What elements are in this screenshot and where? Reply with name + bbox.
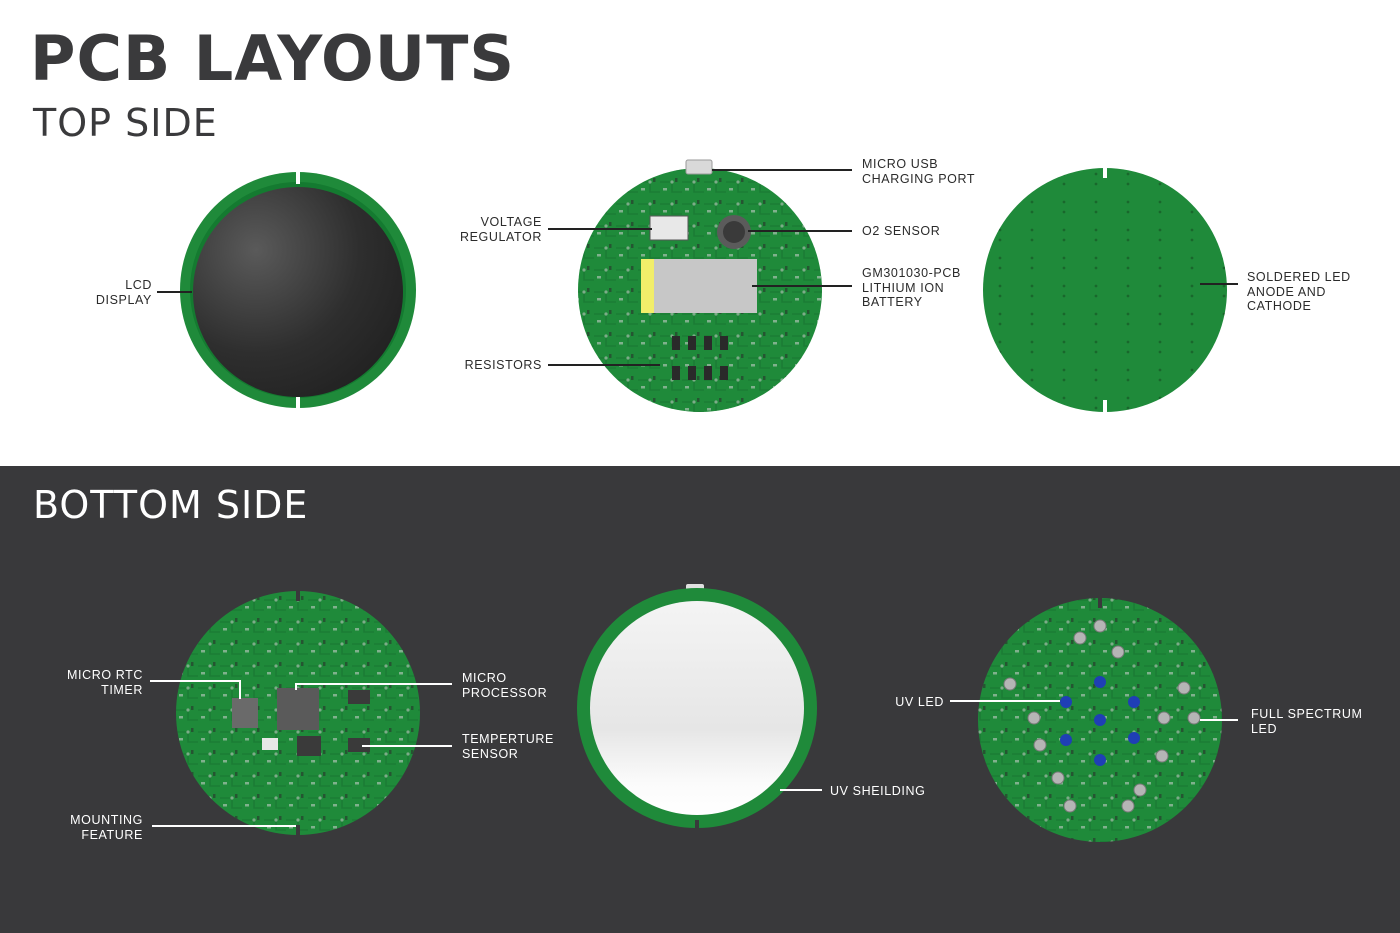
uv-shielding-label: UV SHEILDING	[830, 784, 926, 798]
full-spectrum-led-label: FULL SPECTRUM LED	[1251, 707, 1363, 736]
uv-shielding-board	[577, 584, 817, 830]
top-side-heading: TOP SIDE	[33, 101, 218, 145]
soldered-led-label: SOLDERED LED ANODE AND CATHODE	[1247, 270, 1351, 313]
led-solder-board	[983, 166, 1227, 412]
micro-usb-label: MICRO USB CHARGING PORT	[862, 157, 976, 186]
uv-led-label: UV LED	[895, 695, 944, 709]
resistors-label: RESISTORS	[464, 358, 542, 372]
lcd-board	[180, 172, 416, 409]
led-board	[978, 598, 1222, 842]
micro-rtc-timer-label: MICRO RTC TIMER	[67, 668, 143, 697]
temperature-sensor-label: TEMPERTURE SENSOR	[462, 732, 554, 761]
micro-processor-label: MICRO PROCESSOR	[462, 671, 548, 700]
bottom-pcb-board	[176, 591, 420, 835]
mounting-feature-label: MOUNTING FEATURE	[70, 813, 143, 842]
o2-sensor-label: O2 SENSOR	[862, 224, 941, 238]
page-title: PCB LAYOUTS	[30, 22, 516, 95]
bottom-side-heading: BOTTOM SIDE	[33, 483, 309, 527]
battery-label: GM301030-PCB LITHIUM ION BATTERY	[862, 266, 961, 309]
voltage-regulator-label: VOLTAGE REGULATOR	[459, 215, 542, 244]
lcd-display-label: LCD DISPLAY	[95, 278, 152, 307]
